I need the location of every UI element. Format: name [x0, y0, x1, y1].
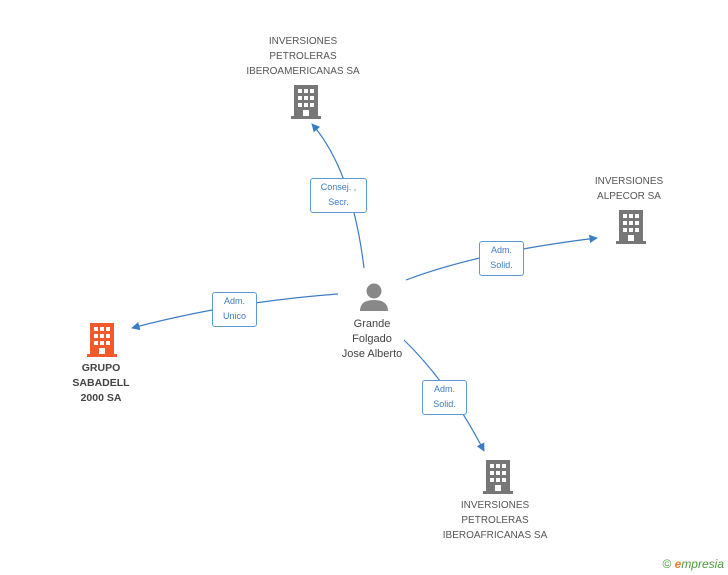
company-name-petro-ibero[interactable]: INVERSIONES PETROLERAS IBEROAMERICANAS S…: [246, 36, 360, 77]
edge-label-line: Unico: [222, 311, 246, 321]
brand-name: mpresia: [681, 557, 724, 571]
person-name[interactable]: Grande Folgado Jose Alberto: [322, 317, 422, 362]
edge-label-alpecor: Adm. Solid.: [479, 241, 524, 276]
person-icon: [360, 283, 388, 311]
brand-e: e: [674, 557, 682, 571]
edge-label-line: Adm.: [223, 296, 245, 306]
company-name-sabadell[interactable]: GRUPO SABADELL 2000 SA: [72, 362, 130, 404]
building-icon: [87, 323, 117, 357]
building-icon: [291, 85, 321, 119]
building-icon: [616, 210, 646, 244]
brand-logo: © empresia: [662, 557, 724, 571]
company-name-alpecor[interactable]: INVERSIONES ALPECOR SA: [594, 176, 664, 202]
edge-label-petro-ibero: Consej. , Secr.: [310, 178, 367, 213]
company-name-petro-africa[interactable]: INVERSIONES PETROLERAS IBEROAFRICANAS SA: [442, 500, 548, 541]
edge-label-line: Consej. ,: [320, 182, 357, 192]
edge-label-petro-africa: Adm. Solid.: [422, 380, 467, 415]
copyright-symbol: ©: [662, 557, 672, 571]
person-name-text: Grande Folgado Jose Alberto: [341, 318, 403, 360]
edge-label-line: Solid.: [433, 399, 456, 409]
building-icon: [483, 460, 513, 494]
edge-label-line: Secr.: [328, 197, 349, 207]
edge-label-line: Adm.: [433, 384, 455, 394]
edge-label-sabadell: Adm. Unico: [212, 292, 257, 327]
edge-label-line: Solid.: [490, 260, 513, 270]
edge-label-line: Adm.: [490, 245, 512, 255]
